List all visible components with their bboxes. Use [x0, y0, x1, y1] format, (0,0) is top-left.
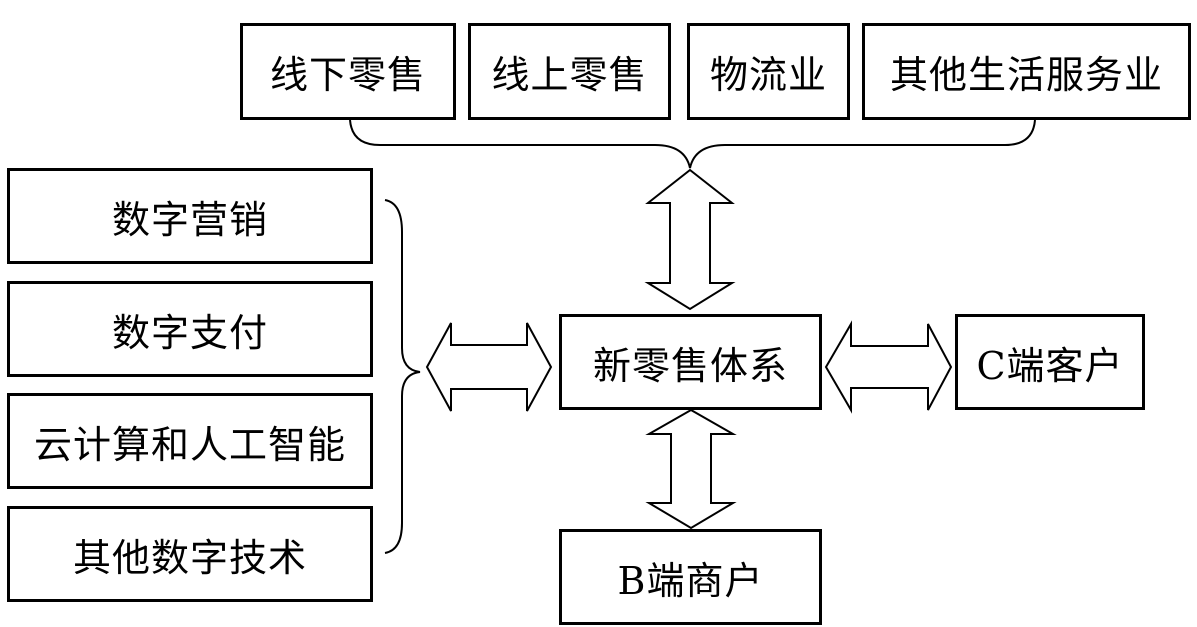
box-c-end-customers: C端客户: [955, 314, 1145, 410]
bottom-double-arrow: [645, 408, 737, 530]
box-offline-retail: 线下零售: [240, 23, 456, 120]
box-label: 数字营销: [111, 197, 268, 242]
box-logistics: 物流业: [687, 23, 850, 120]
box-label: 数字支付: [111, 310, 268, 355]
box-new-retail-system: 新零售体系: [559, 314, 822, 410]
box-online-retail: 线上零售: [468, 23, 671, 120]
box-label: 云计算和人工智能: [33, 422, 346, 467]
left-brace: [384, 199, 421, 554]
right-double-arrow: [824, 320, 953, 414]
box-other-digital-tech: 其他数字技术: [7, 506, 373, 602]
box-label: 物流业: [709, 53, 827, 97]
box-label: 其他数字技术: [72, 535, 307, 580]
box-label: 其他生活服务业: [889, 53, 1163, 97]
box-label: B端商户: [617, 558, 764, 603]
box-other-life-services: 其他生活服务业: [862, 23, 1191, 120]
box-label: C端客户: [976, 343, 1124, 388]
box-digital-marketing: 数字营销: [7, 168, 373, 264]
box-label: 线下零售: [269, 53, 426, 97]
box-label: 新零售体系: [592, 343, 788, 388]
left-double-arrow: [425, 322, 553, 412]
top-double-arrow: [644, 168, 736, 311]
box-label: 线上零售: [491, 53, 648, 97]
box-b-end-merchants: B端商户: [559, 529, 822, 625]
top-brace: [349, 119, 1036, 169]
box-digital-payment: 数字支付: [7, 281, 373, 377]
box-cloud-ai: 云计算和人工智能: [7, 393, 373, 489]
